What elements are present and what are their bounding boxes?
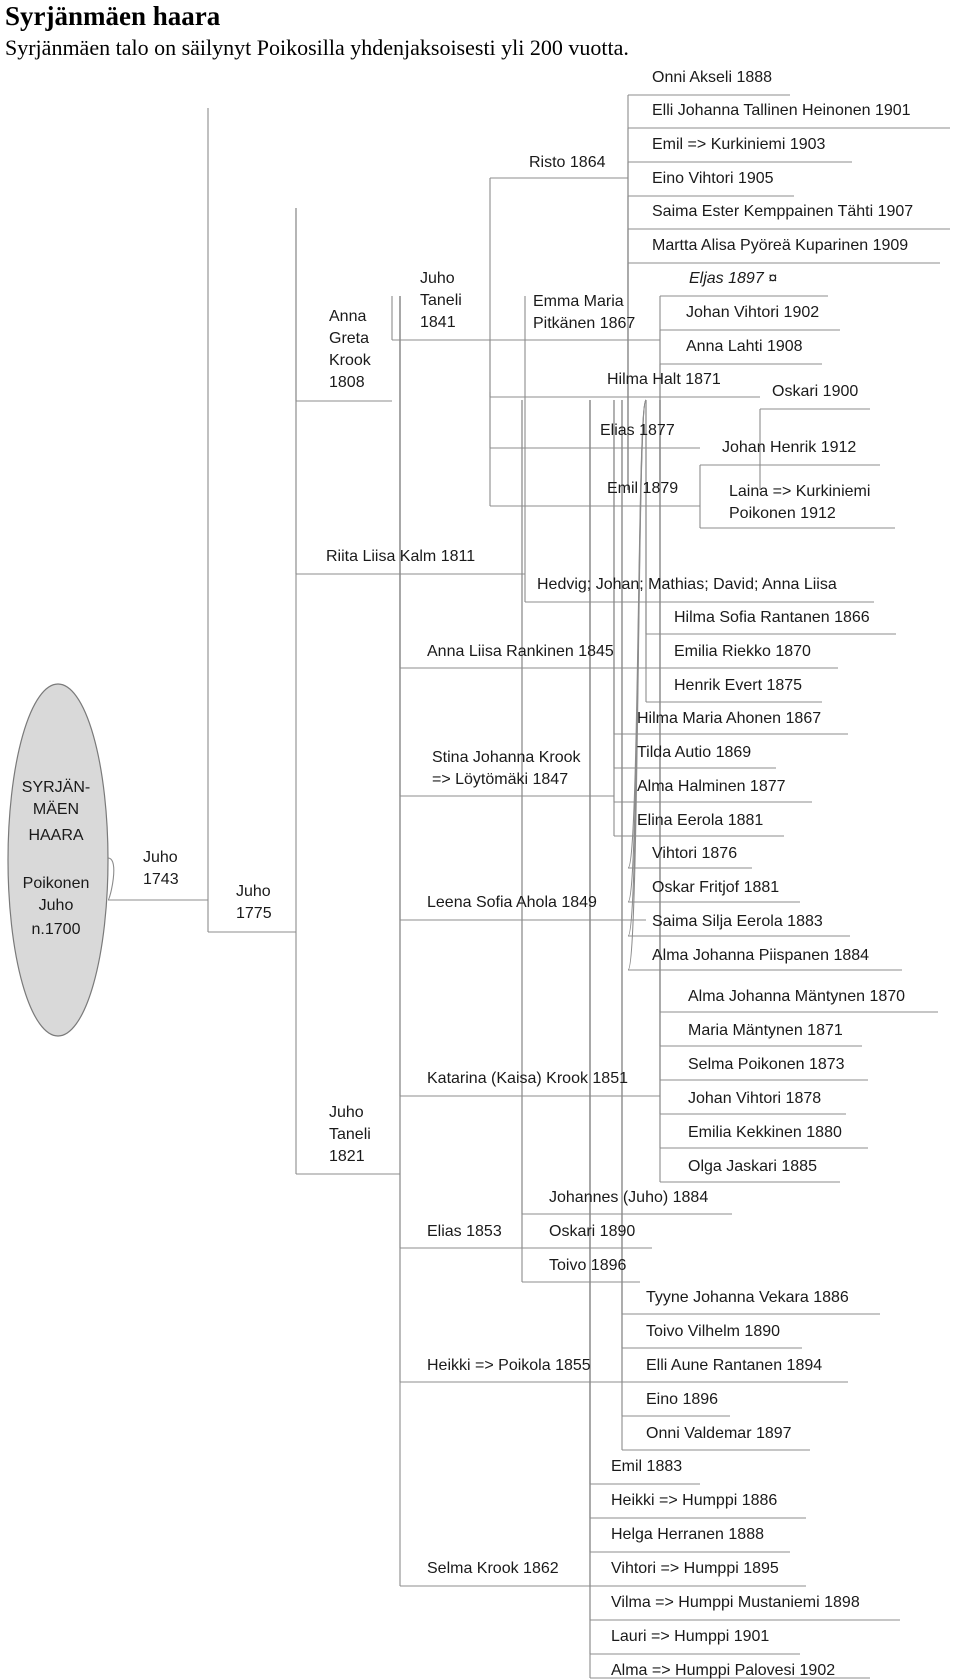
- node-anna-liisa: Anna Liisa Rankinen 1845: [427, 643, 614, 660]
- root-ellipse: [7, 683, 109, 1037]
- node-emil-1879: Emil 1879: [607, 480, 678, 497]
- node-laina-line-1: Laina => Kurkiniemi: [729, 483, 870, 500]
- node-juho-taneli-1841-line-1: Juho: [420, 270, 455, 287]
- node-toivo-1896: Toivo 1896: [549, 1257, 626, 1274]
- node-tyyne: Tyyne Johanna Vekara 1886: [646, 1289, 849, 1306]
- node-emma-maria-line-2: Pitkänen 1867: [533, 315, 635, 332]
- node-eino-1896: Eino 1896: [646, 1391, 718, 1408]
- node-juho1775-line-2: 1775: [236, 905, 272, 922]
- node-selma-krook: Selma Krook 1862: [427, 1560, 559, 1577]
- node-helga: Helga Herranen 1888: [611, 1526, 764, 1543]
- node-saima-silja: Saima Silja Eerola 1883: [652, 913, 823, 930]
- node-elina: Elina Eerola 1881: [637, 812, 763, 829]
- node-hilma-halt: Hilma Halt 1871: [607, 371, 721, 388]
- node-juho-taneli-1841-line-3: 1841: [420, 314, 456, 331]
- branch-connector-root: [107, 857, 115, 901]
- node-heikki-h: Heikki => Humppi 1886: [611, 1492, 777, 1509]
- node-saima-ester: Saima Ester Kemppainen Tähti 1907: [652, 203, 913, 220]
- node-onni-akseli: Onni Akseli 1888: [652, 69, 772, 86]
- root-label-line-1: SYRJÄN-: [22, 778, 90, 796]
- root-label-line-4: Poikonen: [23, 875, 90, 892]
- node-henrik-evert: Henrik Evert 1875: [674, 677, 802, 694]
- node-martta-alisa: Martta Alisa Pyöreä Kuparinen 1909: [652, 237, 908, 254]
- node-emil-1903: Emil => Kurkiniemi 1903: [652, 136, 826, 153]
- node-elli-aune: Elli Aune Rantanen 1894: [646, 1357, 822, 1374]
- node-lauri: Lauri => Humppi 1901: [611, 1628, 769, 1645]
- page-subtitle: Syrjänmäen talo on säilynyt Poikosilla y…: [5, 35, 629, 60]
- node-alma-johanna-m: Alma Johanna Mäntynen 1870: [688, 988, 905, 1005]
- node-alma-h: Alma => Humppi Palovesi 1902: [611, 1662, 835, 1679]
- node-eino-vihtori: Eino Vihtori 1905: [652, 170, 774, 187]
- node-vihtori-h: Vihtori => Humppi 1895: [611, 1560, 779, 1577]
- node-heikki-p: Heikki => Poikola 1855: [427, 1357, 591, 1374]
- node-juho-taneli-1841-line-2: Taneli: [420, 292, 462, 309]
- node-elias-1853: Elias 1853: [427, 1223, 502, 1240]
- node-vihtori-1876: Vihtori 1876: [652, 845, 737, 862]
- node-tilda: Tilda Autio 1869: [637, 744, 751, 761]
- node-stina-line-2: => Löytömäki 1847: [432, 771, 568, 788]
- node-riita-liisa: Riita Liisa Kalm 1811: [326, 548, 475, 565]
- node-emilia-riekko: Emilia Riekko 1870: [674, 643, 811, 660]
- node-emilia-k: Emilia Kekkinen 1880: [688, 1124, 842, 1141]
- node-johan-vihtori-1902: Johan Vihtori 1902: [686, 304, 819, 321]
- node-onni-valdemar: Onni Valdemar 1897: [646, 1425, 792, 1442]
- node-juho-taneli-1821-line-1: Juho: [329, 1104, 364, 1121]
- node-alma-johanna-p: Alma Johanna Piispanen 1884: [652, 947, 869, 964]
- node-hilma-maria: Hilma Maria Ahonen 1867: [637, 710, 821, 727]
- branch-connector-alma-johanna-p: [627, 399, 647, 971]
- node-oskar-fritjof: Oskar Fritjof 1881: [652, 879, 779, 896]
- root-label-line-2: MÄEN: [33, 800, 79, 818]
- node-hilma-sofia: Hilma Sofia Rantanen 1866: [674, 609, 870, 626]
- node-eljas: Eljas 1897 ¤: [689, 270, 777, 287]
- node-juho1743-line-1: Juho: [143, 849, 178, 866]
- node-leena: Leena Sofia Ahola 1849: [427, 894, 597, 911]
- node-anna-greta-line-2: Greta: [329, 330, 369, 347]
- root-label-line-6: n.1700: [32, 921, 81, 938]
- node-anna-lahti: Anna Lahti 1908: [686, 338, 803, 355]
- node-johan-vihtori-1878: Johan Vihtori 1878: [688, 1090, 821, 1107]
- node-anna-greta-line-1: Anna: [329, 308, 366, 325]
- node-anna-greta-line-3: Krook: [329, 352, 372, 369]
- branch-connector-vihtori-1876: [627, 399, 647, 869]
- node-anna-greta-line-4: 1808: [329, 374, 365, 391]
- node-johannes: Johannes (Juho) 1884: [549, 1189, 708, 1206]
- node-emma-maria-line-1: Emma Maria: [533, 293, 624, 310]
- node-juho-taneli-1821-line-3: 1821: [329, 1148, 365, 1165]
- node-stina-line-1: Stina Johanna Krook: [432, 749, 582, 766]
- node-selma-p: Selma Poikonen 1873: [688, 1056, 845, 1073]
- node-toivo-vilhelm: Toivo Vilhelm 1890: [646, 1323, 780, 1340]
- node-alma-halminen: Alma Halminen 1877: [637, 778, 786, 795]
- node-juho-taneli-1821-line-2: Taneli: [329, 1126, 371, 1143]
- node-johan-henrik: Johan Henrik 1912: [722, 439, 856, 456]
- root-label-line-3: HAARA: [28, 827, 83, 844]
- node-juho1775-line-1: Juho: [236, 883, 271, 900]
- node-emil-1883: Emil 1883: [611, 1458, 682, 1475]
- node-risto: Risto 1864: [529, 154, 606, 171]
- node-elli-johanna: Elli Johanna Tallinen Heinonen 1901: [652, 102, 911, 119]
- node-hedvig: Hedvig; Johan; Mathias; David; Anna Liis…: [537, 576, 837, 593]
- node-laina-line-2: Poikonen 1912: [729, 505, 836, 522]
- node-olga: Olga Jaskari 1885: [688, 1158, 817, 1175]
- node-katarina: Katarina (Kaisa) Krook 1851: [427, 1070, 628, 1087]
- node-oskari-1890: Oskari 1890: [549, 1223, 635, 1240]
- node-maria-m: Maria Mäntynen 1871: [688, 1022, 843, 1039]
- node-juho1743-line-2: 1743: [143, 871, 179, 888]
- node-vilma: Vilma => Humppi Mustaniemi 1898: [611, 1594, 860, 1611]
- node-elias-1877: Elias 1877: [600, 422, 675, 439]
- page-title: Syrjänmäen haara: [5, 1, 221, 31]
- node-oskari-1900: Oskari 1900: [772, 383, 858, 400]
- root-label-line-5: Juho: [39, 897, 74, 914]
